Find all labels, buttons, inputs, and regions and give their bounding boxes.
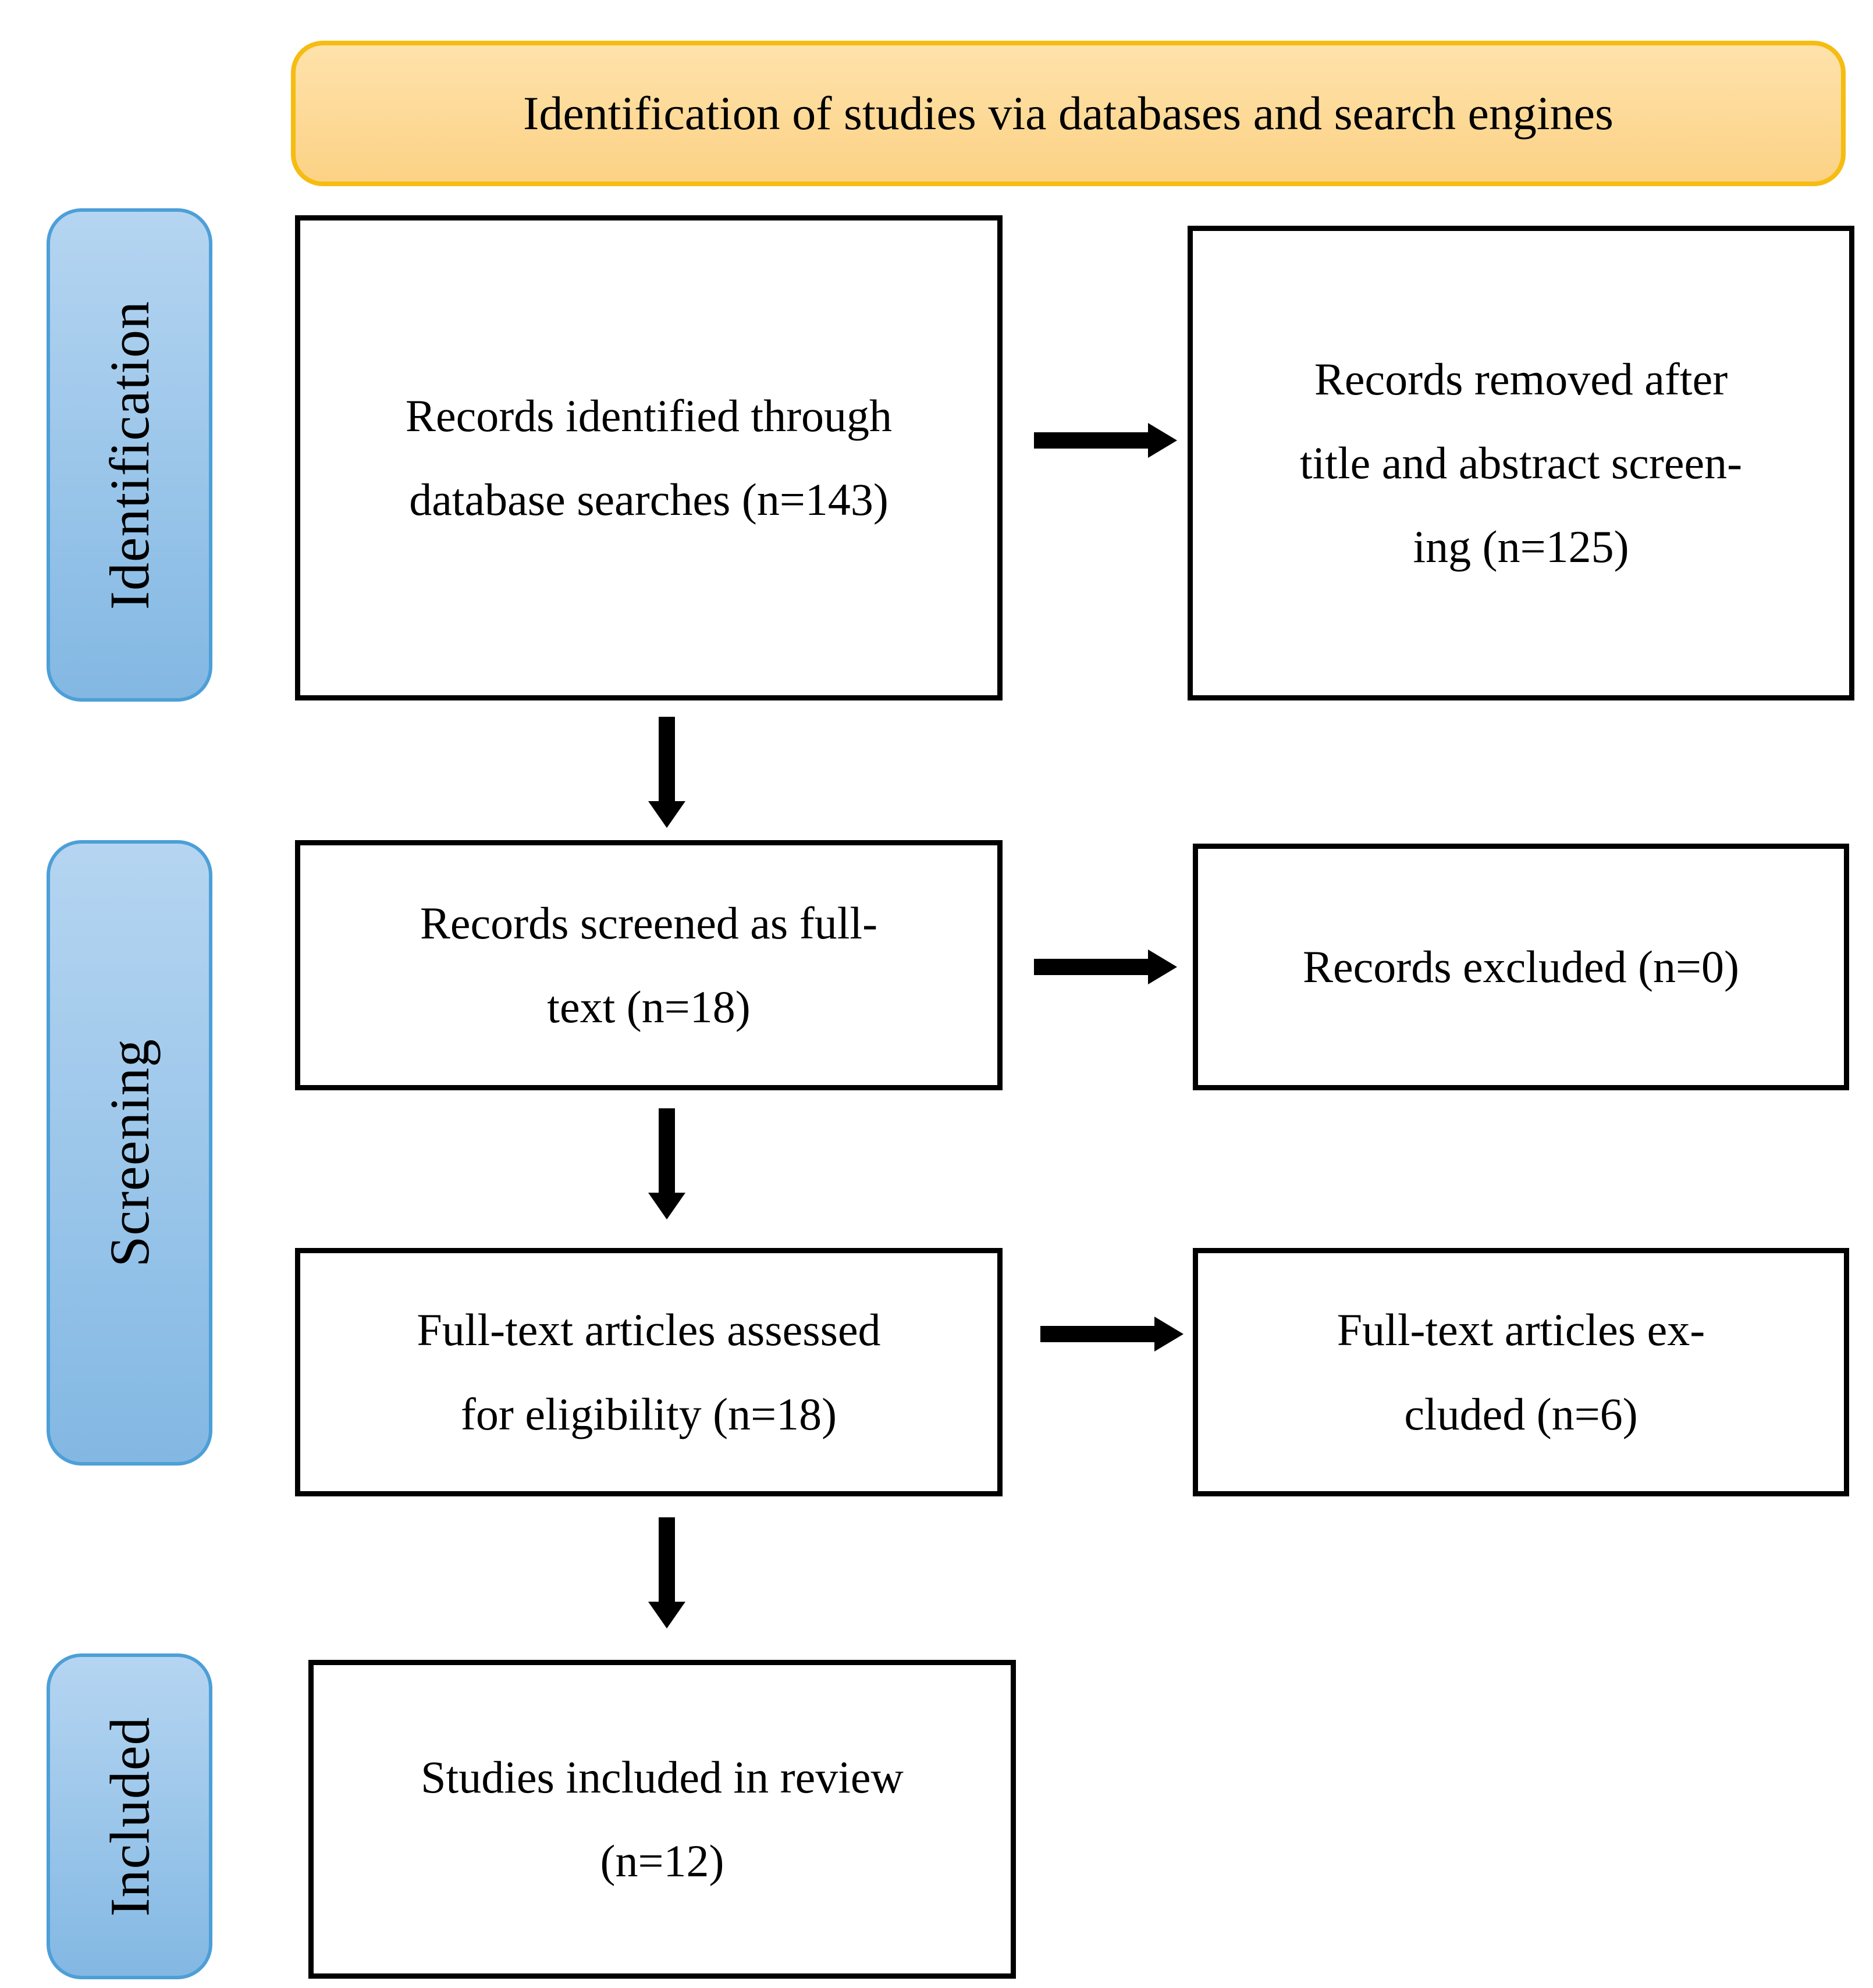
box-records-excluded: Records excluded (n=0) — [1193, 844, 1849, 1090]
box-records-screened: Records screened as full- text (n=18) — [295, 840, 1003, 1090]
arrow-right-screened-to-excluded — [1034, 949, 1177, 984]
box-records-identified-text: Records identified through database sear… — [405, 390, 893, 525]
stage-label-identification: Identification — [47, 208, 212, 702]
stage-label-included-text: Included — [98, 1716, 161, 1916]
arrow-shaft — [1034, 959, 1148, 975]
arrow-shaft — [1040, 1326, 1154, 1342]
stage-label-included: Included — [47, 1653, 212, 1979]
banner-title: Identification of studies via databases … — [523, 87, 1613, 140]
box-records-excluded-text: Records excluded (n=0) — [1302, 941, 1740, 992]
stage-label-screening: Screening — [47, 840, 212, 1466]
box-records-screened-text: Records screened as full- text (n=18) — [420, 897, 878, 1032]
box-fulltext-assessed-text: Full-text articles assessed for eligibil… — [417, 1304, 881, 1439]
arrow-shaft — [1034, 432, 1148, 449]
arrow-shaft — [659, 717, 675, 801]
box-fulltext-assessed: Full-text articles assessed for eligibil… — [295, 1248, 1003, 1496]
arrow-right-identified-to-removed — [1034, 423, 1177, 458]
arrow-head-icon — [648, 801, 685, 828]
box-records-removed-text: Records removed after title and abstract… — [1299, 353, 1743, 572]
stage-label-identification-text: Identification — [98, 300, 161, 610]
box-fulltext-excluded: Full-text articles ex- cluded (n=6) — [1193, 1248, 1849, 1496]
box-studies-included: Studies included in review (n=12) — [308, 1660, 1016, 1979]
arrow-head-icon — [648, 1193, 685, 1219]
arrow-down-identified-to-screened — [648, 717, 685, 828]
arrow-shaft — [659, 1517, 675, 1602]
box-studies-included-text: Studies included in review (n=12) — [421, 1751, 904, 1886]
flow-banner: Identification of studies via databases … — [291, 41, 1846, 186]
stage-label-screening-text: Screening — [98, 1039, 161, 1267]
arrow-head-icon — [648, 1602, 685, 1628]
arrow-right-assessed-to-ftexcluded — [1040, 1317, 1183, 1352]
box-fulltext-excluded-text: Full-text articles ex- cluded (n=6) — [1337, 1304, 1705, 1439]
arrow-down-assessed-to-included — [648, 1517, 685, 1628]
box-records-removed: Records removed after title and abstract… — [1188, 226, 1854, 700]
box-records-identified: Records identified through database sear… — [295, 215, 1003, 700]
arrow-head-icon — [1148, 423, 1177, 458]
arrow-down-screened-to-assessed — [648, 1108, 685, 1219]
arrow-shaft — [659, 1108, 675, 1193]
arrow-head-icon — [1154, 1317, 1183, 1352]
arrow-head-icon — [1148, 949, 1177, 984]
